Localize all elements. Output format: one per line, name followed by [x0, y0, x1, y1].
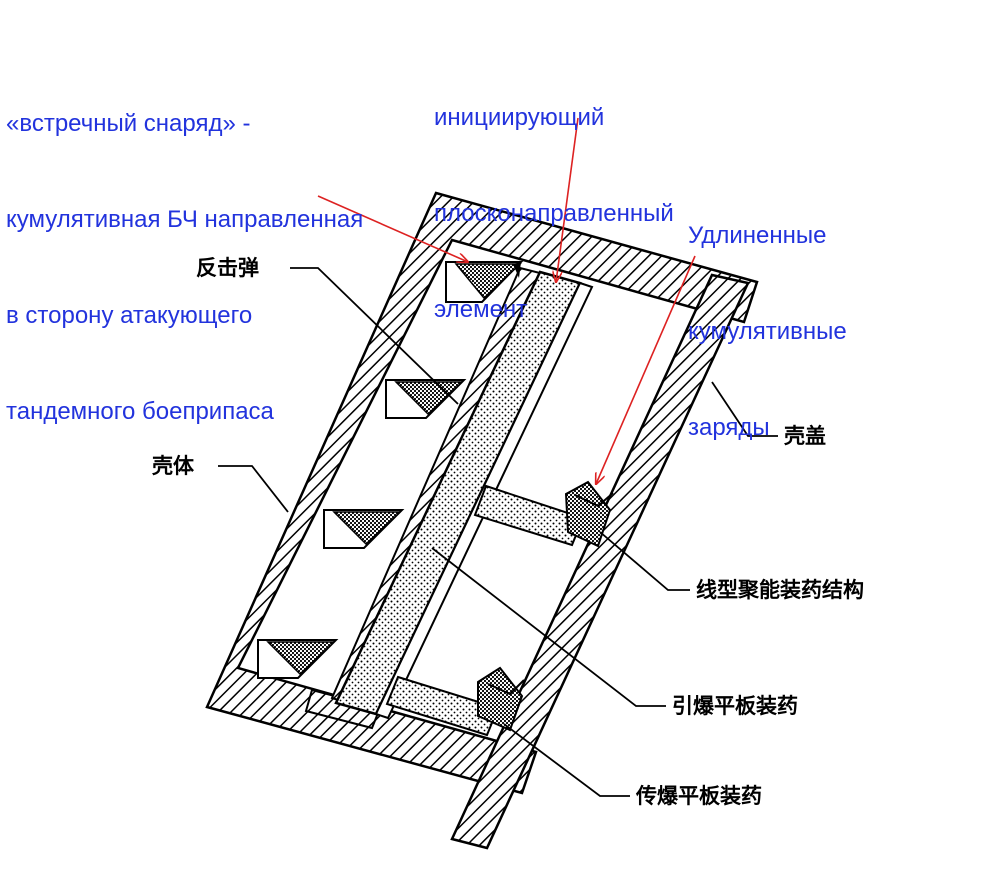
linear-shaped-charge-lower: [477, 666, 525, 732]
label-linear-shaped-charge: 线型聚能装药结构: [696, 578, 864, 602]
linear-shaped-charge-upper: [564, 480, 614, 548]
arrow-elongated-charges: [596, 255, 696, 484]
annotation-arrows: [317, 117, 696, 484]
leader-lines: [218, 267, 778, 797]
leader-housing: [218, 465, 289, 513]
arrow-counter-projectile: [317, 195, 468, 262]
label-housing: 壳体: [152, 454, 194, 478]
leader-transfer-plate: [503, 723, 630, 797]
transfer-plate-charge-lower: [385, 675, 500, 737]
annotation-counter-projectile: «встречный снаряд» - кумулятивная БЧ нап…: [6, 110, 364, 425]
leader-linear-shaped-charge: [599, 531, 690, 591]
housing-cover: [450, 273, 750, 850]
label-cover: 壳盖: [784, 424, 826, 448]
counter-projectile-1: [445, 261, 524, 303]
arrow-initiating-element: [556, 117, 579, 282]
label-counter-projectile: 反击弹: [196, 256, 259, 280]
housing-body: [205, 191, 759, 795]
counter-projectile-2: [385, 379, 467, 419]
leader-counter-projectile: [290, 267, 459, 405]
counter-projectile-4: [257, 639, 339, 679]
annotation-initiating-element: инициирующий плосконаправленный элемент: [434, 104, 674, 323]
leader-detonating-plate: [431, 547, 666, 707]
label-transfer-plate-charge: 传爆平板装药: [636, 784, 762, 808]
label-detonating-plate-charge: 引爆平板装药: [672, 694, 798, 718]
counter-projectile-3: [323, 509, 405, 549]
transfer-plate-charge-upper: [473, 484, 585, 547]
leader-cover: [711, 381, 778, 437]
annotation-elongated-charges: Удлиненные кумулятивные заряды: [688, 222, 847, 441]
